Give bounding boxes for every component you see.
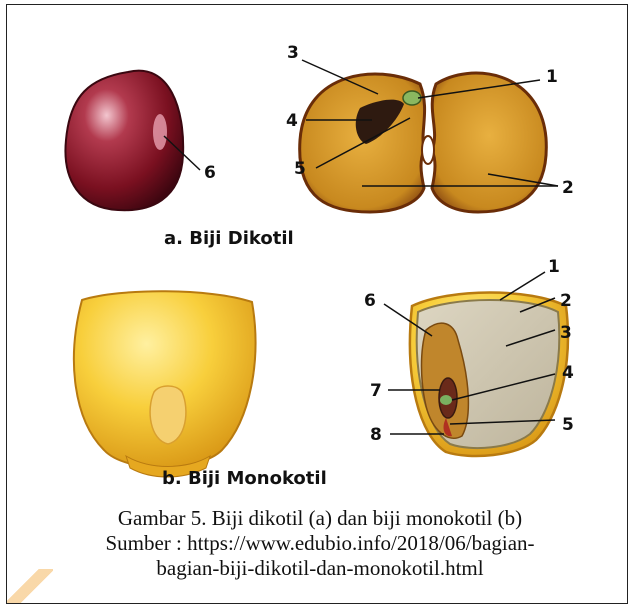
seed-diagram: 6 3 1 4 5 2 a. Biji Dikotil 1 <box>0 0 638 506</box>
hilum-mark <box>153 114 167 150</box>
seed-gap <box>422 136 434 164</box>
monocot-section: 1 2 3 4 5 6 7 8 <box>364 257 574 456</box>
monocot-sublabel: b. Biji Monokotil <box>162 468 327 489</box>
dicot-whole-seed: 6 <box>65 71 215 211</box>
kernel-germ <box>150 386 186 444</box>
label-mono-7: 7 <box>370 381 382 401</box>
label-dicot-5: 5 <box>294 159 306 179</box>
caption-source: Sumber : https://www.edubio.info/2018/06… <box>20 531 620 556</box>
coleoptile <box>440 395 452 405</box>
label-mono-2: 2 <box>560 291 572 311</box>
label-mono-1: 1 <box>548 257 560 277</box>
caption-source-cont: bagian-biji-dikotil-dan-monokotil.html <box>20 556 620 581</box>
label-mono-8: 8 <box>370 425 382 445</box>
label-mono-4: 4 <box>562 363 574 383</box>
label-mono-5: 5 <box>562 415 574 435</box>
monocot-whole-kernel <box>74 291 256 477</box>
label-mono-6: 6 <box>364 291 376 311</box>
caption-title: Gambar 5. Biji dikotil (a) dan biji mono… <box>20 506 620 531</box>
figure-caption: Gambar 5. Biji dikotil (a) dan biji mono… <box>20 506 620 581</box>
label-dicot-2: 2 <box>562 178 574 198</box>
dicot-section: 3 1 4 5 2 <box>286 43 574 212</box>
dicot-sublabel: a. Biji Dikotil <box>164 228 294 249</box>
label-whole-6: 6 <box>204 163 216 183</box>
label-dicot-1: 1 <box>546 67 558 87</box>
label-mono-3: 3 <box>560 323 572 343</box>
label-dicot-4: 4 <box>286 111 298 131</box>
label-dicot-3: 3 <box>287 43 299 63</box>
